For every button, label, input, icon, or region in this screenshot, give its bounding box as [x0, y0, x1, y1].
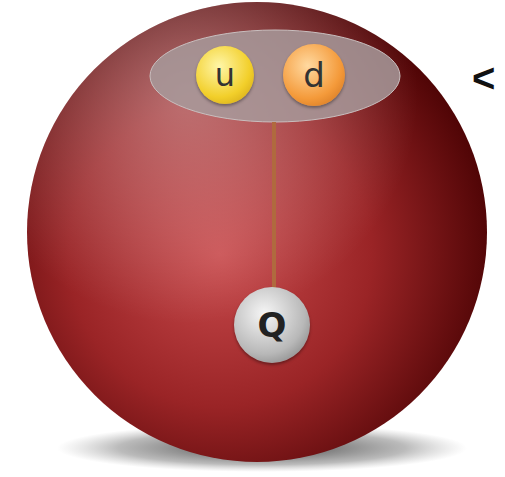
quark-label: Q [258, 308, 287, 342]
binding-line [272, 122, 276, 288]
bracket-symbol: < [472, 58, 495, 98]
sphere-highlight [27, 2, 487, 462]
diquark-ellipse [150, 30, 400, 122]
baryon-sphere [27, 2, 487, 462]
quark-label: u [215, 59, 235, 91]
heavy-quark: Q [234, 287, 310, 363]
quark-label: d [303, 58, 325, 92]
down-quark: d [283, 44, 345, 106]
up-quark: u [196, 46, 254, 104]
